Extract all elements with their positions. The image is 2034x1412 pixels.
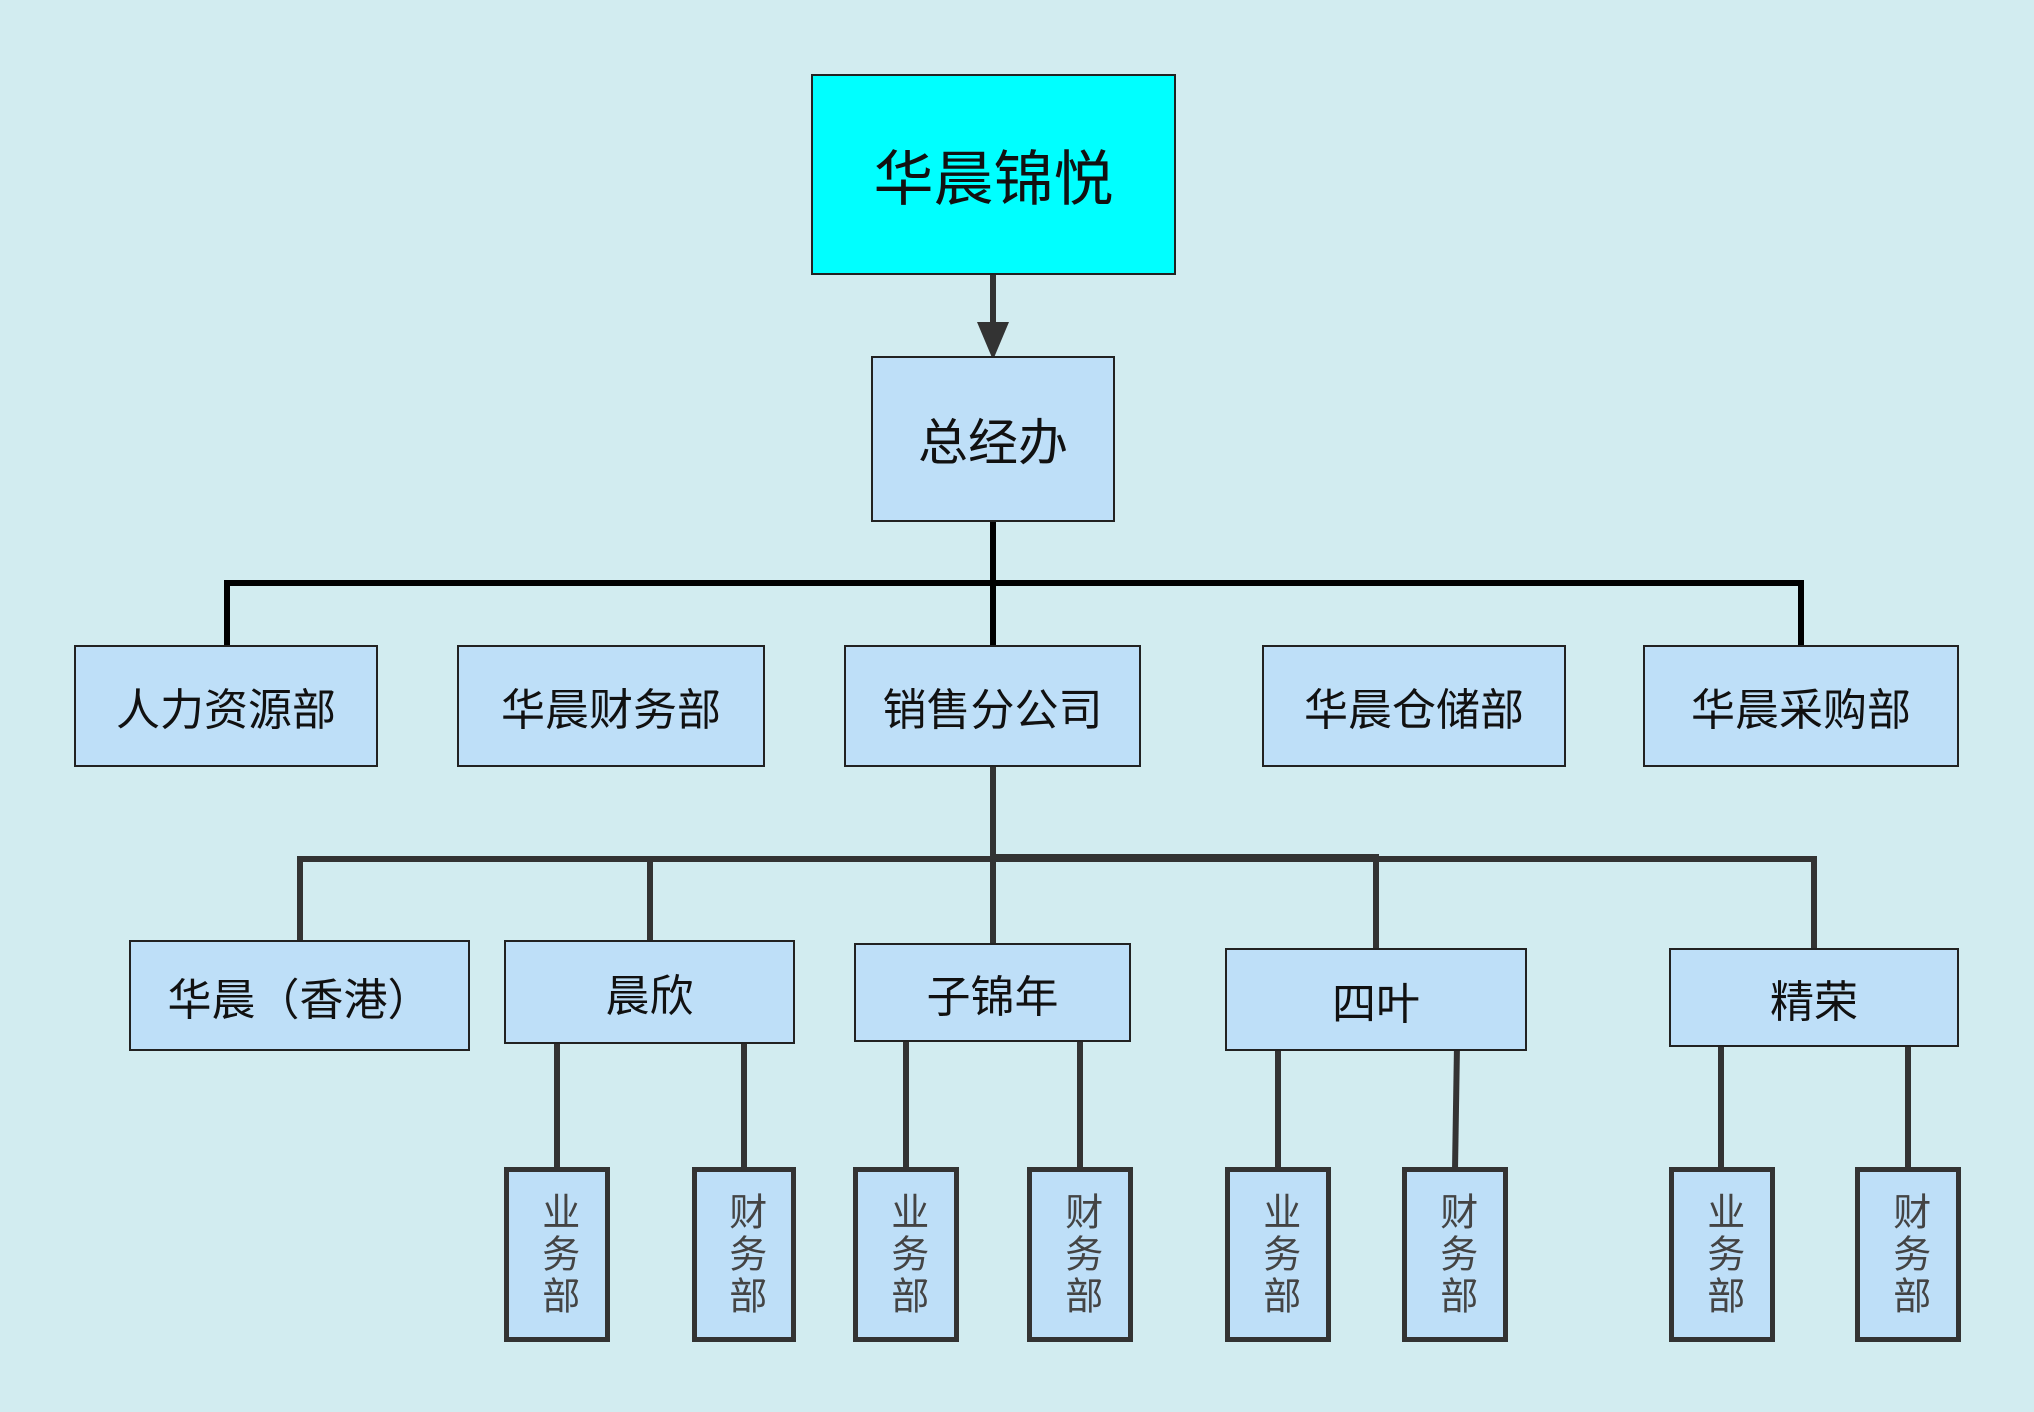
node-dept-hr: 人力资源部 bbox=[74, 645, 378, 767]
node-sub-jingrong: 精荣 bbox=[1669, 948, 1959, 1047]
node-dept-sales-branch: 销售分公司 bbox=[844, 645, 1141, 767]
node-sub-chenxin: 晨欣 bbox=[504, 940, 795, 1044]
node-dept-finance: 华晨财务部 bbox=[457, 645, 765, 767]
node-chenxin-business: 业务部 bbox=[504, 1167, 610, 1342]
node-sub-hongkong: 华晨（香港） bbox=[129, 940, 470, 1051]
arrowhead bbox=[977, 322, 1009, 360]
connector-siye bbox=[993, 854, 1379, 950]
node-siye-business: 业务部 bbox=[1225, 1167, 1331, 1342]
connector-siye-fin bbox=[1452, 1044, 1460, 1171]
node-general-office: 总经办 bbox=[871, 356, 1115, 522]
node-zijinnian-finance: 财务部 bbox=[1027, 1167, 1133, 1342]
node-zijinnian-business: 业务部 bbox=[853, 1167, 959, 1342]
node-dept-warehouse: 华晨仓储部 bbox=[1262, 645, 1566, 767]
node-dept-purchasing: 华晨采购部 bbox=[1643, 645, 1959, 767]
node-chenxin-finance: 财务部 bbox=[692, 1167, 796, 1342]
connector-dept-bus bbox=[224, 580, 1804, 645]
node-root: 华晨锦悦 bbox=[811, 74, 1176, 275]
connector-sub-bus bbox=[297, 856, 1817, 948]
node-jingrong-business: 业务部 bbox=[1669, 1167, 1775, 1342]
node-siye-finance: 财务部 bbox=[1402, 1167, 1508, 1342]
node-jingrong-finance: 财务部 bbox=[1855, 1167, 1961, 1342]
node-sub-zijinnian: 子锦年 bbox=[854, 943, 1131, 1042]
node-sub-siye: 四叶 bbox=[1225, 948, 1527, 1051]
